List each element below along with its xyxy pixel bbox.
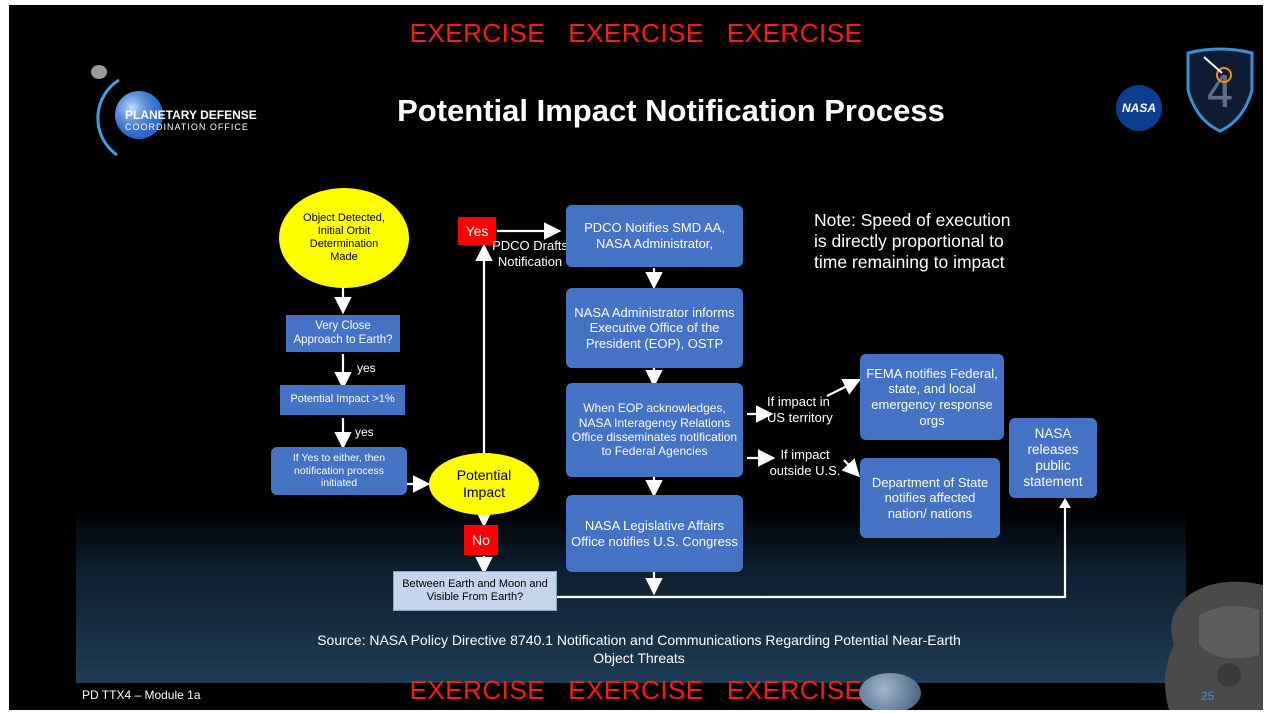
svg-text:4: 4 [1206,67,1234,118]
yes-label-1: yes [357,361,376,375]
legislative-affairs-box: NASA Legislative Affairs Office notifies… [566,495,743,572]
pdco-notifies-box: PDCO Notifies SMD AA, NASA Administrator… [566,205,743,267]
pdco-drafts-label: PDCO Drafts Notification [492,238,568,269]
object-detected-oval: Object Detected, Initial Orbit Determina… [279,188,409,288]
between-earth-moon-box: Between Earth and Moon and Visible From … [393,571,557,611]
ttx-shield-logo: 4 [1186,47,1254,133]
potential-impact-oval: Potential Impact [429,453,539,515]
speed-note: Note: Speed of execution is directly pro… [814,210,1011,272]
notification-initiated-box: If Yes to either, then notification proc… [271,447,407,495]
flow-arrows [334,222,1071,599]
if-impact-outside-label: If impact outside U.S. [769,447,841,478]
no-decision-badge: No [464,525,498,555]
very-close-approach-box: Very Close Approach to Earth? [286,315,400,352]
nasa-releases-statement-box: NASA releases public statement [1009,418,1097,498]
exercise-banner-bottom: EXERCISE EXERCISE EXERCISE [409,675,863,705]
state-dept-notifies-box: Department of State notifies affected na… [860,458,1000,538]
footer-label: PD TTX4 – Module 1a [82,688,201,702]
yes-decision-badge: Yes [458,217,496,245]
eop-acknowledges-box: When EOP acknowledges, NASA Interagency … [566,383,743,477]
nasa-admin-informs-box: NASA Administrator informs Executive Off… [566,288,743,368]
yes-label-2: yes [355,425,374,439]
pdco-logo: PLANETARY DEFENSE COORDINATION OFFICE [89,60,279,160]
exercise-banner-top: EXERCISE EXERCISE EXERCISE [409,18,863,48]
fema-notifies-box: FEMA notifies Federal, state, and local … [860,354,1004,440]
source-citation: Source: NASA Policy Directive 8740.1 Not… [317,632,961,666]
page-number: 25 [1201,689,1215,703]
earth-image [859,673,921,710]
asteroid-image [1165,581,1263,710]
slide-title: Potential Impact Notification Process [397,93,945,128]
nasa-logo: NASA [1116,85,1162,131]
potential-impact-percent-box: Potential Impact >1% [280,385,405,415]
slide: EXERCISE EXERCISE EXERCISE EXERCISE EXER… [9,5,1263,710]
if-impact-us-label: If impact in US territory [767,394,833,425]
